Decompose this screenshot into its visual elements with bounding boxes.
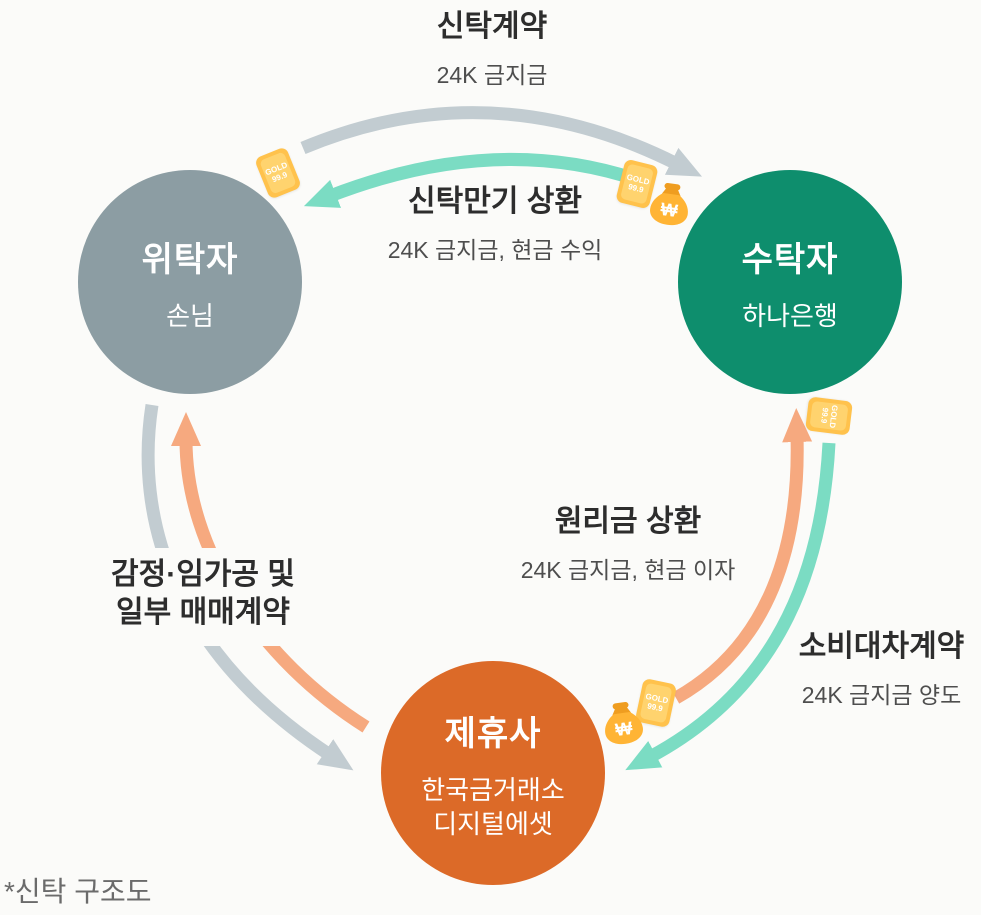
footnote: *신탁 구조도: [4, 876, 152, 907]
arrow-trust-contract: [300, 106, 703, 177]
label-trust-contract-title: 신탁계약: [436, 10, 548, 43]
label-maturity-repayment: 신탁만기 상환 24K 금지금, 현금 수익: [325, 183, 665, 265]
label-principal-repayment-subtitle: 24K 금지금, 현금 이자: [520, 557, 736, 583]
label-maturity-repayment-title: 신탁만기 상환: [408, 185, 582, 218]
node-trustee: 수탁자 하나은행: [678, 170, 902, 394]
node-trustee-title: 수탁자: [741, 240, 839, 279]
node-truster-subtitle: 손님: [166, 300, 214, 331]
node-partner-subtitle: 한국금거래소 디지털에셋: [421, 774, 565, 839]
node-partner: 제휴사 한국금거래소 디지털에셋: [381, 661, 605, 885]
label-appraisal-contract-line1: 감정·임가공 및: [111, 558, 295, 591]
label-appraisal-contract: 감정·임가공 및 일부 매매계약: [76, 548, 330, 646]
node-truster: 위탁자 손님: [78, 170, 302, 394]
label-principal-repayment: 원리금 상환 24K 금지금, 현금 이자: [492, 503, 764, 585]
label-loan-contract-title: 소비대차계약: [798, 630, 965, 663]
arrow-maturity-repayment: [303, 152, 641, 208]
label-appraisal-contract-line2: 일부 매매계약: [116, 596, 290, 629]
label-maturity-repayment-subtitle: 24K 금지금, 현금 수익: [387, 237, 603, 263]
label-trust-contract-subtitle: 24K 금지금: [436, 62, 548, 88]
label-trust-contract: 신탁계약 24K 금지금: [332, 8, 652, 90]
label-loan-contract-subtitle: 24K 금지금 양도: [801, 682, 962, 708]
node-truster-title: 위탁자: [141, 240, 239, 279]
arrow-principal-repayment: [672, 408, 813, 704]
money-bag-icon: ₩: [650, 182, 688, 226]
svg-text:₩: ₩: [614, 718, 634, 740]
node-partner-title: 제휴사: [444, 714, 542, 753]
arrow-loan-contract: [625, 442, 836, 771]
svg-text:₩: ₩: [659, 199, 679, 221]
label-principal-repayment-title: 원리금 상환: [554, 505, 702, 538]
money-bag-icon: ₩: [605, 701, 643, 745]
gold-bar-icon: GOLD 99.9: [805, 396, 853, 436]
node-trustee-subtitle: 하나은행: [742, 300, 838, 331]
label-loan-contract: 소비대차계약 24K 금지금 양도: [782, 628, 981, 710]
